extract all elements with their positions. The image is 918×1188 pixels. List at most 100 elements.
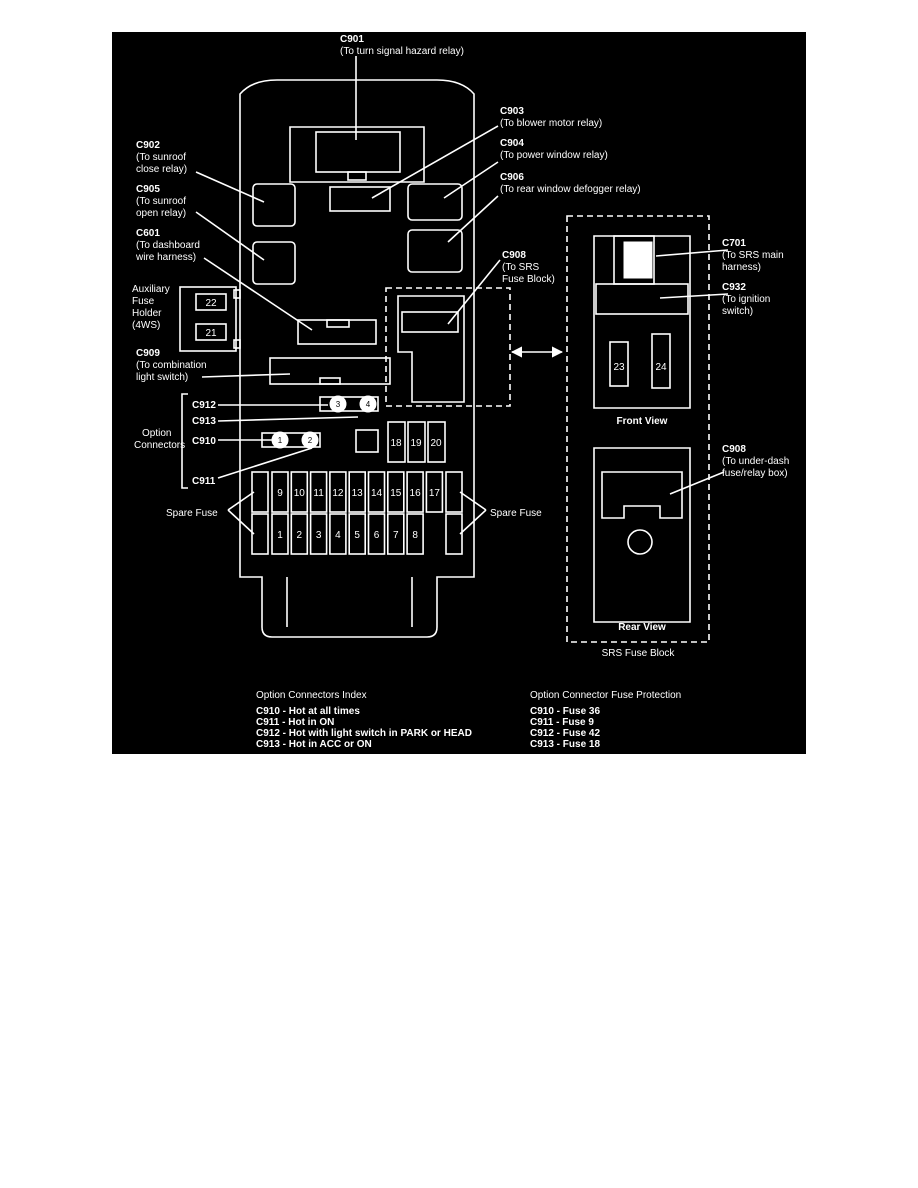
- label-c908b-desc2: fuse/relay box): [722, 468, 788, 479]
- fuse-8: [406, 513, 424, 555]
- relay-c904: [407, 183, 463, 221]
- fuse-9: [271, 471, 289, 513]
- fuse-12: [329, 471, 347, 513]
- label-c911: C911: [192, 476, 216, 487]
- aux-fuse-21: [195, 323, 227, 341]
- aux-fuse-21-label: 21: [205, 328, 217, 339]
- protection-row-2: C911 - Fuse 9: [530, 717, 594, 728]
- label-c902-id: C902: [136, 140, 160, 151]
- fuse-20: [427, 421, 446, 463]
- fuse-15-label: 15: [390, 488, 402, 499]
- label-aux-1: Auxiliary: [132, 284, 170, 295]
- fuse-17-label: 17: [429, 488, 441, 499]
- leader-spare-left-bottom: [227, 509, 255, 535]
- relay-area-frame: [289, 126, 425, 183]
- fuse-box-outline: [239, 79, 475, 638]
- srs-front-view: [593, 235, 691, 409]
- index-row-1: C910 - Hot at all times: [256, 706, 360, 717]
- aux-fuse-22-label: 22: [205, 298, 217, 309]
- option-connector-3: [329, 395, 347, 413]
- label-srs-fuse-block: SRS Fuse Block: [602, 648, 676, 659]
- leader-c911: [217, 447, 313, 479]
- label-aux-3: Holder: [132, 308, 162, 319]
- label-c909-id: C909: [136, 348, 160, 359]
- label-c901-desc: (To turn signal hazard relay): [340, 46, 464, 57]
- fuse-box-tab: [286, 577, 413, 627]
- label-c908a-desc2: Fuse Block): [502, 274, 555, 285]
- label-c906-desc: (To rear window defogger relay): [500, 184, 641, 195]
- label-c903-desc: (To blower motor relay): [500, 118, 602, 129]
- srs-connector-area: [385, 287, 511, 407]
- fuse-11: [309, 471, 328, 513]
- relay-c902: [252, 183, 296, 227]
- srs-fuse-24: [651, 333, 671, 389]
- label-c701-desc1: (To SRS main: [722, 250, 784, 261]
- srs-c908-socket: [601, 471, 683, 519]
- fuse-3-label: 3: [316, 530, 322, 541]
- label-c905-desc2: open relay): [136, 208, 186, 219]
- fuse-9-label: 9: [277, 488, 283, 499]
- label-c932-desc2: switch): [722, 306, 753, 317]
- label-rear-view: Rear View: [618, 622, 666, 633]
- fuse-13-label: 13: [352, 488, 364, 499]
- srs-c932-socket: [595, 283, 689, 315]
- leader-c701: [655, 249, 729, 257]
- relay-c906: [407, 229, 463, 273]
- fuse-16-label: 16: [410, 488, 422, 499]
- relay-c901-tab: [347, 171, 367, 181]
- label-c701-id: C701: [722, 238, 746, 249]
- index-row-2: C911 - Hot in ON: [256, 717, 334, 728]
- connector-c601: [297, 319, 377, 345]
- option-connector-4-label: 4: [366, 400, 371, 409]
- srs-fuse-23: [609, 341, 629, 387]
- fuse-19-label: 19: [410, 438, 422, 449]
- leader-c904: [443, 161, 499, 199]
- label-c910: C910: [192, 436, 216, 447]
- label-spare-fuse-left: Spare Fuse: [166, 508, 218, 519]
- index-row-3: C912 - Hot with light switch in PARK or …: [256, 728, 472, 739]
- auxiliary-fuse-holder: [179, 286, 237, 352]
- label-c912: C912: [192, 400, 216, 411]
- option-connector-3-label: 3: [336, 400, 341, 409]
- fuse-2: [290, 513, 309, 555]
- fuse-7: [386, 513, 405, 555]
- relay-c901: [315, 131, 401, 173]
- label-c913: C913: [192, 416, 216, 427]
- index-row-4: C913 - Hot in ACC or ON: [256, 739, 372, 750]
- label-c601-desc1: (To dashboard: [136, 240, 200, 251]
- leader-c601: [203, 257, 313, 331]
- protection-title: Option Connector Fuse Protection: [530, 690, 681, 701]
- label-c908b-id: C908: [722, 444, 746, 455]
- relay-c905: [252, 241, 296, 285]
- label-option-1: Option: [142, 428, 171, 439]
- label-front-view: Front View: [617, 416, 668, 427]
- leader-c908-srs: [447, 259, 501, 325]
- fuse-6-label: 6: [374, 530, 380, 541]
- srs-rear-view: [593, 447, 691, 623]
- fuse-3: [309, 513, 328, 555]
- srs-connector-c908: [397, 295, 465, 403]
- fuse-5-label: 5: [354, 530, 360, 541]
- fuse-10: [290, 471, 309, 513]
- label-c902-desc1: (To sunroof: [136, 152, 186, 163]
- connector-c909-key: [319, 377, 341, 385]
- fuse-8-label: 8: [412, 530, 418, 541]
- fuse-13: [348, 471, 366, 513]
- relay-c903: [329, 186, 391, 212]
- fuse-10-label: 10: [294, 488, 306, 499]
- leader-c913: [217, 416, 359, 422]
- label-c601-desc2: wire harness): [135, 252, 196, 263]
- label-c905-id: C905: [136, 184, 160, 195]
- label-c932-desc1: (To ignition: [722, 294, 770, 305]
- index-title: Option Connectors Index: [256, 690, 367, 701]
- label-c908a-id: C908: [502, 250, 526, 261]
- leader-c909: [201, 373, 291, 378]
- label-c905-desc1: (To sunroof: [136, 196, 186, 207]
- fuse-17: [425, 471, 444, 513]
- label-c901-id: C901: [340, 34, 364, 45]
- leader-c905: [195, 211, 265, 261]
- leader-spare-right-bottom: [459, 509, 487, 535]
